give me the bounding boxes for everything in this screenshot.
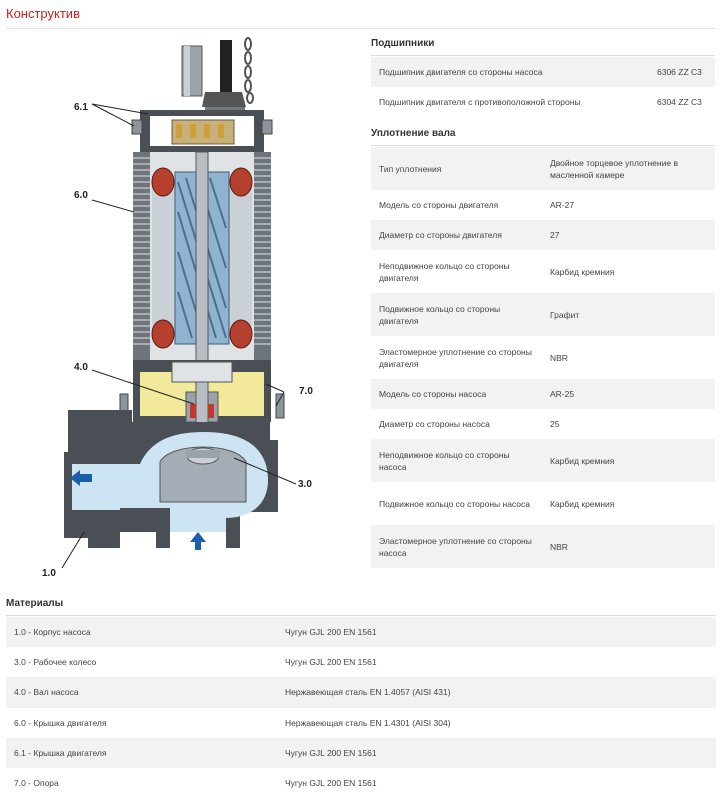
table-cell-label: Диаметр со стороны насоса (371, 409, 542, 439)
table-cell-value: Карбид кремния (542, 439, 715, 482)
callout-3-0: 3.0 (298, 479, 312, 490)
table-row: 6.0 - Крышка двигателя Нержавеющая сталь… (6, 707, 716, 738)
table-cell-label: Подшипник двигателя с противоположной ст… (371, 87, 649, 117)
table-cell-label: Модель со стороны насоса (371, 379, 542, 409)
table-cell-label: Эластомерное уплотнение со стороны насос… (371, 525, 542, 568)
table-row: Диаметр со стороны насоса 25 (371, 409, 715, 439)
materials-table: 1.0 - Корпус насоса Чугун GJL 200 EN 156… (6, 617, 716, 797)
table-row: 3.0 - Рабочее колесо Чугун GJL 200 EN 15… (6, 647, 716, 678)
table-row: Эластомерное уплотнение со стороны насос… (371, 525, 715, 568)
table-cell-value: Нержавеющая сталь EN 1.4057 (AISI 431) (277, 677, 716, 708)
table-cell-value: Чугун GJL 200 EN 1561 (277, 617, 716, 648)
outlet-arrow-icon (70, 470, 92, 486)
table-cell-value: NBR (542, 336, 715, 379)
callout-1-0: 1.0 (42, 568, 56, 579)
table-row: Подшипник двигателя со стороны насоса 63… (371, 57, 715, 87)
table-row: Неподвижное кольцо со стороны насоса Кар… (371, 439, 715, 482)
table-cell-value: 6306 ZZ C3 (649, 57, 715, 87)
table-row: Модель со стороны насоса AR-25 (371, 379, 715, 409)
table-row: 7.0 - Опора Чугун GJL 200 EN 1561 (6, 767, 716, 797)
table-cell-label: 6.0 - Крышка двигателя (6, 707, 277, 738)
table-row: Неподвижное кольцо со стороны двигателя … (371, 250, 715, 293)
table-cell-value: Карбид кремния (542, 250, 715, 293)
table-row: 4.0 - Вал насоса Нержавеющая сталь EN 1.… (6, 677, 716, 708)
table-cell-value: Чугун GJL 200 EN 1561 (277, 647, 716, 678)
table-cell-value: AR-27 (542, 190, 715, 220)
table-cell-value: Чугун GJL 200 EN 1561 (277, 737, 716, 768)
table-cell-value: AR-25 (542, 379, 715, 409)
callout-7-0: 7.0 (299, 386, 313, 397)
table-cell-label: Неподвижное кольцо со стороны двигателя (371, 250, 542, 293)
materials-section: Материалы 1.0 - Корпус насоса Чугун GJL … (6, 596, 716, 797)
materials-heading: Материалы (6, 596, 716, 616)
table-cell-label: 3.0 - Рабочее колесо (6, 647, 277, 678)
table-cell-value: Чугун GJL 200 EN 1561 (277, 767, 716, 797)
table-cell-label: Тип уплотнения (371, 147, 542, 190)
table-cell-label: Подшипник двигателя со стороны насоса (371, 57, 649, 87)
table-cell-label: 7.0 - Опора (6, 767, 277, 797)
table-row: Подвижное кольцо со стороны двигателя Гр… (371, 293, 715, 336)
table-cell-value: 25 (542, 409, 715, 439)
callout-6-0: 6.0 (74, 190, 88, 201)
table-row: Подвижное кольцо со стороны насоса Карби… (371, 482, 715, 525)
seal-table: Тип уплотнения Двойное торцевое уплотнен… (371, 147, 715, 568)
table-row: Тип уплотнения Двойное торцевое уплотнен… (371, 147, 715, 190)
table-cell-value: 6304 ZZ C3 (649, 87, 715, 117)
table-row: Эластомерное уплотнение со стороны двига… (371, 336, 715, 379)
table-row: 6.1 - Крышка двигателя Чугун GJL 200 EN … (6, 737, 716, 768)
inlet-arrow-icon (190, 532, 206, 550)
table-cell-label: Подвижное кольцо со стороны двигателя (371, 293, 542, 336)
lifting-chain (244, 37, 254, 104)
callout-6-1: 6.1 (74, 102, 88, 113)
table-cell-label: Модель со стороны двигателя (371, 190, 542, 220)
seal-heading: Уплотнение вала (371, 126, 715, 146)
title-divider (6, 28, 715, 29)
table-cell-label: Неподвижное кольцо со стороны насоса (371, 439, 542, 482)
bearings-heading: Подшипники (371, 36, 715, 56)
table-cell-label: 6.1 - Крышка двигателя (6, 737, 277, 768)
table-cell-label: Эластомерное уплотнение со стороны двига… (371, 336, 542, 379)
table-cell-value: 27 (542, 220, 715, 250)
table-cell-label: Диаметр со стороны двигателя (371, 220, 542, 250)
callout-4-0: 4.0 (74, 362, 88, 373)
terminal-block (171, 119, 235, 145)
specs-panel: Подшипники Подшипник двигателя со сторон… (371, 36, 715, 568)
table-cell-value: Двойное торцевое уплотнение в масленной … (542, 147, 715, 190)
page-title: Конструктив (6, 6, 80, 21)
table-cell-value: Графит (542, 293, 715, 336)
table-row: Модель со стороны двигателя AR-27 (371, 190, 715, 220)
table-cell-value: Карбид кремния (542, 482, 715, 525)
table-cell-value: NBR (542, 525, 715, 568)
bearings-table: Подшипник двигателя со стороны насоса 63… (371, 57, 715, 117)
cable (220, 40, 232, 92)
pump-cutaway-diagram: 6.1 6.0 4.0 7.0 3.0 1.0 (0, 32, 362, 592)
table-cell-label: 1.0 - Корпус насоса (6, 617, 277, 648)
table-cell-label: 4.0 - Вал насоса (6, 677, 277, 708)
table-cell-value: Нержавеющая сталь EN 1.4301 (AISI 304) (277, 707, 716, 738)
table-row: Подшипник двигателя с противоположной ст… (371, 87, 715, 117)
table-cell-label: Подвижное кольцо со стороны насоса (371, 482, 542, 525)
table-row: 1.0 - Корпус насоса Чугун GJL 200 EN 156… (6, 617, 716, 648)
table-row: Диаметр со стороны двигателя 27 (371, 220, 715, 250)
